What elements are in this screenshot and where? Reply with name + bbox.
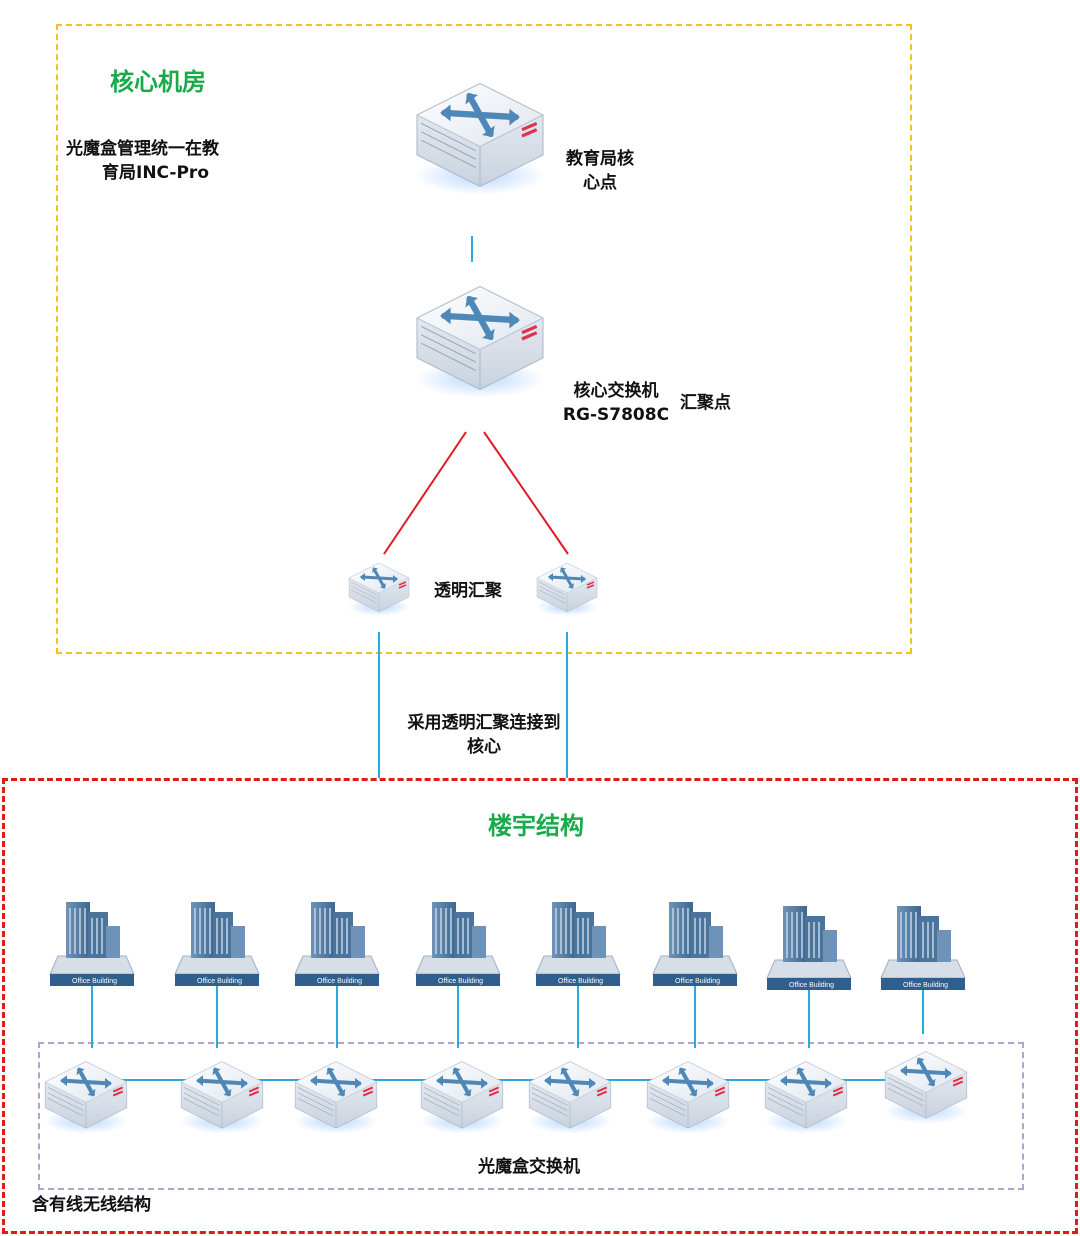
office-building-1: Office Building xyxy=(49,901,135,987)
svg-text:Office Building: Office Building xyxy=(197,978,242,985)
core-switch-role: 汇聚点 xyxy=(680,393,731,413)
core-room-note-line2: 育局INC-Pro xyxy=(102,163,209,183)
building-zone xyxy=(2,778,1078,1234)
red-link-left xyxy=(383,431,467,555)
optical-box-switch-6 xyxy=(646,1062,730,1134)
svg-text:Office Building: Office Building xyxy=(789,982,834,989)
svg-text:Office Building: Office Building xyxy=(903,982,948,989)
optical-box-switch-4 xyxy=(420,1062,504,1134)
core-room-note-line1: 光魔盒管理统一在教 xyxy=(66,139,219,159)
optical-box-switch-1 xyxy=(44,1062,128,1134)
optical-box-switch-8 xyxy=(884,1052,968,1124)
uplink-note-line1: 采用透明汇聚连接到 xyxy=(407,713,561,733)
optical-box-switch-2 xyxy=(180,1062,264,1134)
building-drops xyxy=(91,986,924,1048)
wired-wireless-label: 含有线无线结构 xyxy=(32,1195,151,1215)
core-switch-model: RG-S7808C xyxy=(562,405,670,425)
office-building-4: Office Building xyxy=(415,901,501,987)
office-building-3: Office Building xyxy=(294,901,380,987)
edu-core-label-line1: 教育局核 xyxy=(566,149,634,169)
transparent-agg-switch-left xyxy=(346,561,412,618)
optical-box-switch-7 xyxy=(764,1062,848,1134)
office-building-5: Office Building xyxy=(535,901,621,987)
svg-text:Office Building: Office Building xyxy=(675,978,720,985)
uplink-note-line2: 核心 xyxy=(467,737,501,757)
core-room-title: 核心机房 xyxy=(110,68,206,96)
optical-box-ring-zone xyxy=(38,1042,1024,1190)
optical-box-switch-5 xyxy=(528,1062,612,1134)
edu-core-switch xyxy=(415,84,545,195)
optical-box-switch-3 xyxy=(294,1062,378,1134)
office-building-8: Office Building xyxy=(880,905,966,991)
office-building-7: Office Building xyxy=(766,905,852,991)
svg-text:Office Building: Office Building xyxy=(558,978,603,985)
edu-core-label-line2: 心点 xyxy=(583,173,617,193)
svg-text:Office Building: Office Building xyxy=(317,978,362,985)
red-link-right xyxy=(483,431,569,555)
svg-text:Office Building: Office Building xyxy=(438,978,483,985)
svg-text:Office Building: Office Building xyxy=(72,978,117,985)
office-building-2: Office Building xyxy=(174,901,260,987)
transparent-agg-switch-right xyxy=(534,561,600,618)
building-structure-title: 楼宇结构 xyxy=(488,812,584,840)
core-room-zone xyxy=(56,24,912,654)
office-building-6: Office Building xyxy=(652,901,738,987)
transparent-agg-label: 透明汇聚 xyxy=(434,581,502,601)
core-switch-s7808c xyxy=(415,287,545,398)
core-switch-label-line1: 核心交换机 xyxy=(573,381,659,401)
optical-box-ring-label: 光魔盒交换机 xyxy=(478,1157,580,1177)
